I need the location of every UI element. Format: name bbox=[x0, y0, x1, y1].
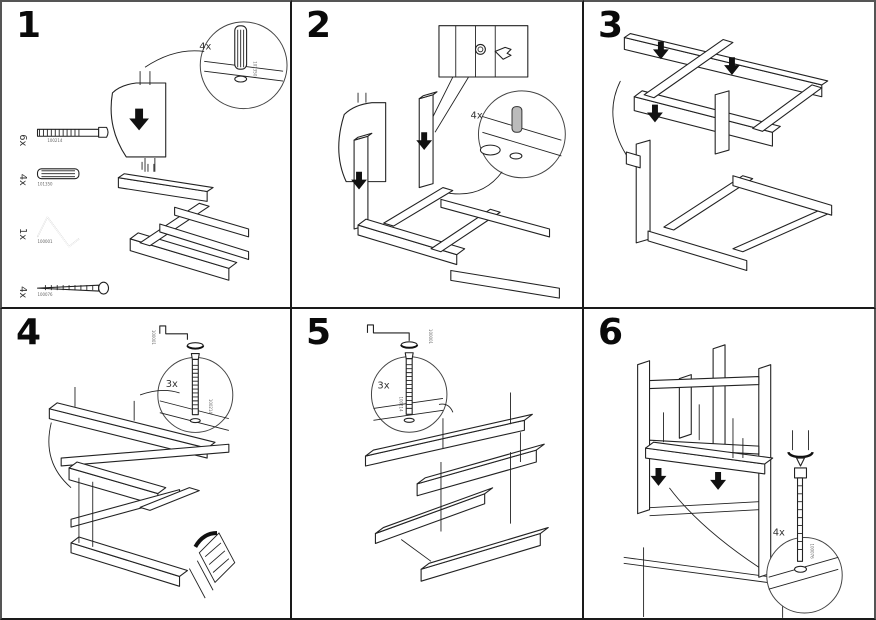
chair-base bbox=[612, 80, 833, 272]
key-code: 100001 bbox=[151, 330, 156, 346]
screw-callout: 4x 100076 bbox=[766, 430, 843, 614]
table-surface bbox=[623, 547, 803, 618]
flip-chair-icon bbox=[189, 531, 236, 599]
down-arrow-icon bbox=[129, 108, 149, 131]
step-number: 3 bbox=[598, 5, 624, 46]
step-5-panel: 5 3x 100001 100214 bbox=[292, 309, 584, 620]
down-arrow-icon bbox=[351, 171, 367, 190]
screw-icon bbox=[36, 281, 110, 295]
chair-upside-down bbox=[637, 344, 774, 578]
step-number: 2 bbox=[306, 5, 332, 46]
dowel-icon bbox=[36, 168, 80, 180]
step-2-illustration: 4x bbox=[338, 25, 566, 299]
part-quantity: 4x bbox=[17, 286, 28, 298]
allen-key-icon bbox=[159, 325, 188, 340]
step-4-illustration: 3x 100001 100214 bbox=[48, 325, 236, 599]
step-3-illustration bbox=[612, 33, 833, 272]
bolt-code: 100214 bbox=[208, 399, 213, 415]
rotate-arrow-icon bbox=[400, 344, 419, 349]
down-arrow-icon bbox=[416, 132, 433, 151]
dowel-callout: 4x bbox=[440, 90, 566, 195]
part-allen-key: 1x 100001 bbox=[17, 215, 80, 248]
detail-inset bbox=[432, 25, 529, 133]
callout-quantity: 4x bbox=[471, 110, 483, 121]
callout-quantity: 3x bbox=[166, 379, 178, 390]
step-number: 1 bbox=[16, 5, 42, 46]
step-number: 5 bbox=[306, 312, 332, 353]
rotate-arrow-icon bbox=[787, 451, 814, 459]
down-arrow-icon bbox=[652, 41, 669, 60]
step-4-panel: 4 3x 100001 100214 bbox=[0, 309, 292, 620]
step-6-panel: 6 bbox=[584, 309, 876, 620]
part-dowel: 4x 101350 bbox=[17, 168, 80, 187]
screw-code: 100076 bbox=[809, 543, 814, 559]
part-bolt: 6x 100214 bbox=[17, 126, 109, 147]
down-arrow-icon bbox=[710, 471, 727, 490]
bolt-callout: 3x 100001 100214 bbox=[139, 325, 234, 433]
part-quantity: 6x bbox=[17, 134, 28, 146]
down-arrow-icon bbox=[647, 104, 663, 123]
dowel-callout: 4x 101350 bbox=[144, 21, 288, 110]
down-arrow-icon bbox=[724, 57, 740, 76]
backrest-panel bbox=[110, 71, 167, 172]
part-code: 101350 bbox=[38, 182, 54, 187]
part-code: 100001 bbox=[38, 239, 54, 244]
part-code: 100076 bbox=[38, 292, 54, 297]
down-arrow-icon bbox=[650, 467, 667, 486]
allen-key-icon bbox=[366, 324, 410, 341]
step-5-illustration: 3x 100001 100214 bbox=[364, 324, 549, 582]
callout-quantity: 4x bbox=[199, 41, 211, 52]
step-3-panel: 3 bbox=[584, 0, 876, 309]
step-6-illustration: 4x 100076 bbox=[623, 344, 843, 618]
step-number: 4 bbox=[16, 312, 42, 353]
callout-code: 101350 bbox=[253, 61, 258, 77]
allen-key-icon bbox=[36, 215, 80, 248]
bolt-code: 100214 bbox=[398, 396, 403, 412]
key-code: 100001 bbox=[428, 329, 433, 345]
step-1-illustration: 6x 100214 4x 10 bbox=[17, 21, 288, 298]
step-1-panel: 1 6x 100214 4x bbox=[0, 0, 292, 309]
seat-frame bbox=[623, 33, 829, 147]
rotate-arrow-icon bbox=[186, 345, 205, 350]
step-2-panel: 2 bbox=[292, 0, 584, 309]
part-quantity: 4x bbox=[17, 174, 28, 186]
chair-upside-down bbox=[364, 392, 549, 582]
side-frame bbox=[357, 187, 560, 299]
part-quantity: 1x bbox=[17, 228, 28, 240]
chair-upside-down bbox=[48, 387, 230, 587]
step-number: 6 bbox=[598, 312, 624, 353]
part-screw: 4x 100076 bbox=[17, 281, 110, 298]
leg-right bbox=[416, 91, 438, 189]
bolt-callout: 3x 100001 100214 bbox=[366, 324, 454, 433]
side-frame bbox=[117, 161, 250, 281]
parts-list: 6x 100214 4x 10 bbox=[17, 126, 110, 298]
callout-quantity: 4x bbox=[773, 528, 785, 539]
bolt-icon bbox=[36, 126, 109, 138]
callout-quantity: 3x bbox=[377, 381, 389, 392]
hand-pointer-icon bbox=[494, 46, 512, 60]
part-code: 100214 bbox=[47, 138, 63, 143]
